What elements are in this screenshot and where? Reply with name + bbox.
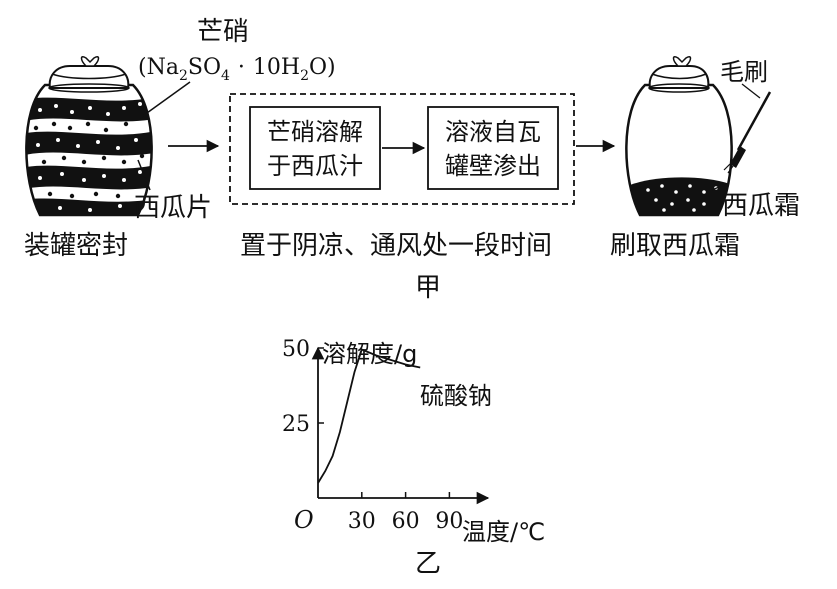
process-box-dissolve-line2: 于西瓜汁: [267, 152, 363, 180]
y-tick-label: 25: [282, 412, 310, 437]
figure-label-jia: 甲: [415, 273, 441, 303]
jar-sealed: [25, 55, 153, 217]
frost-label: 西瓜霜: [722, 191, 800, 221]
x-ticks: 30 60 90: [348, 492, 463, 534]
process-box-dissolve-line1: 芒硝溶解: [267, 118, 363, 146]
y-tick-label: 50: [282, 337, 310, 362]
y-ticks: 25 50: [282, 337, 324, 437]
x-tick-label: 30: [348, 509, 376, 534]
process-dashed-frame: [229, 93, 575, 205]
process-box-seep: [427, 106, 559, 190]
process-box-seep-line1: 溶液自瓦: [445, 118, 541, 146]
x-axis-title: 温度/℃: [462, 518, 545, 546]
brush-label: 毛刷: [720, 58, 768, 86]
stage3-caption: 刷取西瓜霜: [610, 231, 740, 261]
frost-leader-line: [711, 183, 727, 191]
process-box-seep-line2: 罐壁渗出: [445, 152, 541, 180]
process-box-dissolve: [249, 106, 381, 190]
jar-harvest: [625, 55, 733, 217]
frost-deposit: [628, 177, 730, 215]
watermelon-slices-label: 西瓜片: [134, 193, 212, 223]
origin-label: O: [294, 506, 314, 534]
stage1-caption: 装罐密封: [24, 231, 128, 261]
slices-leader-line: [137, 159, 151, 191]
jar-layers: [26, 96, 152, 215]
brush-leader-line: [741, 83, 761, 99]
solubility-curve: [317, 348, 421, 484]
mangxiao-formula: (Na2SO4·10H2O): [138, 55, 336, 84]
x-tick-label: 90: [435, 509, 463, 534]
mangxiao-leader-line: [139, 81, 191, 119]
series-label: 硫酸钠: [420, 382, 492, 410]
figure-label-yi: 乙: [415, 549, 441, 579]
mangxiao-name: 芒硝: [197, 17, 249, 47]
x-tick-label: 60: [392, 509, 420, 534]
stage2-caption: 置于阴凉、通风处一段时间: [240, 231, 552, 261]
brush-icon: [723, 91, 772, 174]
